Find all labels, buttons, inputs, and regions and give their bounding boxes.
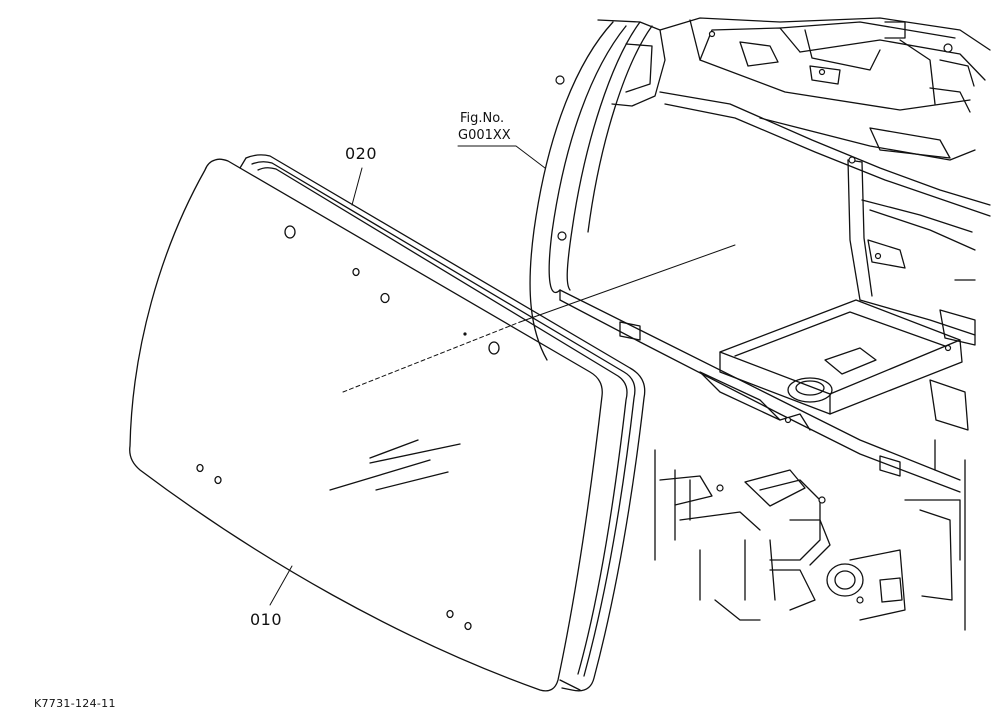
figure-number-label: Fig.No. (460, 111, 505, 126)
glass-mounting-holes (196, 225, 500, 631)
front-window-glass (129, 158, 603, 692)
part-number-010: 010 (250, 610, 283, 629)
part-number-020: 020 (345, 144, 378, 163)
reference-leader-solid (519, 244, 736, 323)
window-seal (239, 154, 646, 692)
diagram-id: K7731-124-11 (34, 697, 116, 710)
figure-number-code: G001XX (458, 128, 511, 143)
leader-fig (457, 145, 546, 169)
glass-pin (463, 332, 467, 336)
leader-020 (351, 167, 363, 206)
cab-frame (529, 17, 991, 631)
reference-leader-dashed (342, 321, 521, 393)
frame-bolts (555, 30, 953, 604)
leader-010 (269, 565, 293, 606)
